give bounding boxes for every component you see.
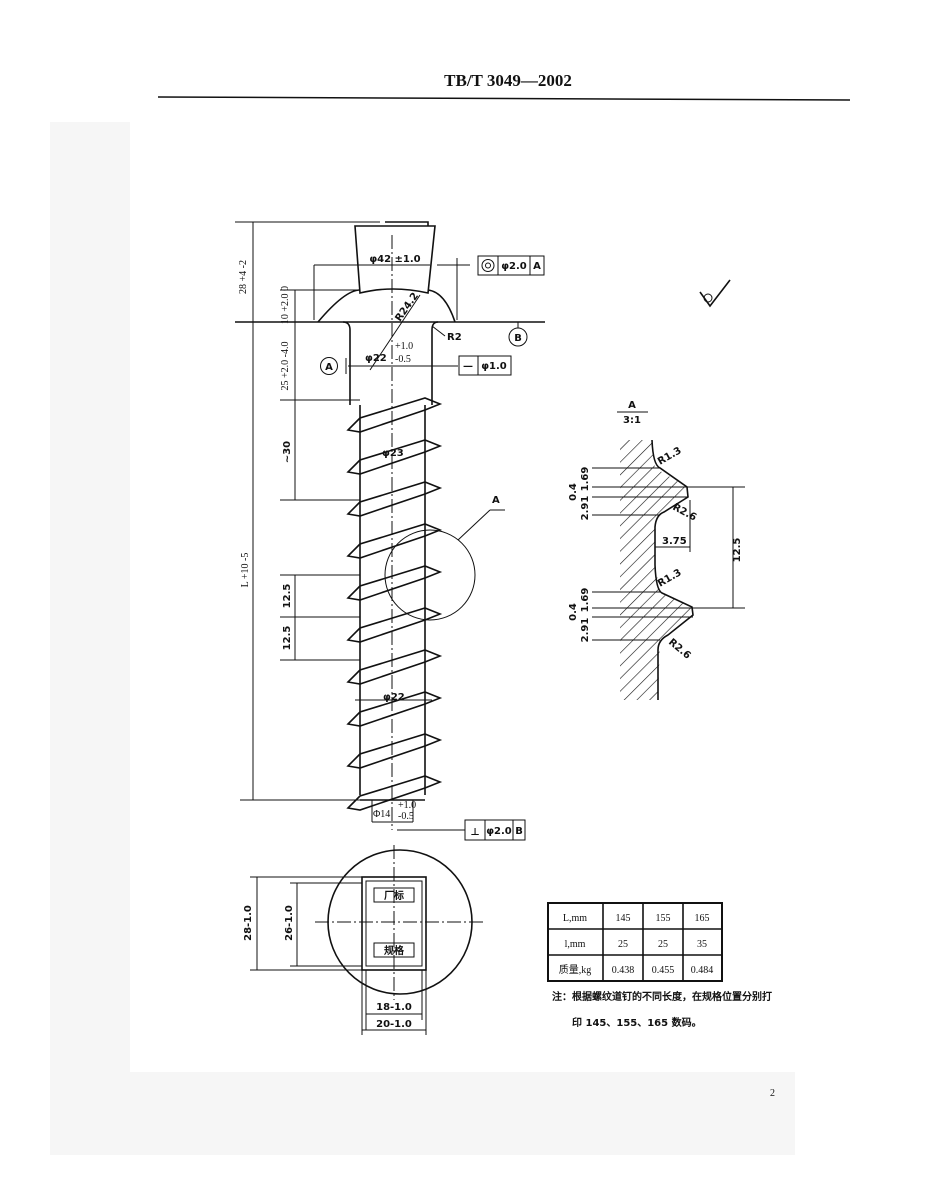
dim-pitch-2: 12.5 (282, 626, 293, 651)
table-cell: 质量,kg (559, 964, 592, 976)
spec-mark-label: 规格 (384, 944, 405, 957)
dim-length: L +10 -5 (240, 553, 251, 588)
table-cell: 25 (658, 939, 668, 950)
shank-diameter-label: φ22 (365, 353, 387, 364)
table-cell: 0.455 (652, 965, 675, 976)
detail-scale: 3:1 (623, 415, 641, 426)
tip-diameter-label: Φ14 (373, 809, 390, 820)
detail-flat: 3.75 (662, 536, 687, 547)
detail-d04-1: 0.4 (568, 483, 579, 501)
spec-table: L,mm 145 155 165 l,mm 25 25 35 质量,kg 0.438 0.455 0.… (547, 902, 723, 982)
table-cell: 35 (697, 939, 707, 950)
detail-circle (384, 529, 476, 621)
standard-number: TB/T 3049—2002 (444, 71, 572, 90)
table-cell: 25 (618, 939, 628, 950)
dim-pitch-1: 12.5 (282, 584, 293, 609)
detail-d291-2: 2.91 (580, 618, 591, 643)
detail-callout: A (492, 495, 500, 506)
head-diameter-label: φ42 ±1.0 (369, 254, 420, 265)
page-area (130, 122, 795, 1072)
dim-thread-start: ~30 (282, 441, 293, 463)
table-cell: 165 (695, 913, 710, 924)
detail-d169-2: 1.69 (580, 588, 591, 613)
table-cell: 145 (616, 913, 631, 924)
detail-d169-1: 1.69 (580, 467, 591, 492)
note-line-1: 注：根据螺纹道钉的不同长度，在规格位置分别打 (552, 990, 772, 1003)
dim-outer-width: 20-1.0 (376, 1019, 412, 1030)
datum-a: A (325, 362, 333, 373)
tip-tol-upper: +1.0 (398, 800, 416, 811)
concentricity-datum: A (533, 261, 541, 272)
dim-outer-height: 28-1.0 (243, 905, 254, 941)
perpendicularity-symbol: ⊥ (470, 827, 479, 838)
page-number: 2 (770, 1088, 775, 1099)
detail-view-a: A 3:1 12.5 3.75 R1.3 R2.6 R1.3 R2.6 1.69… (568, 400, 745, 700)
detail-d291-1: 2.91 (580, 496, 591, 521)
table-cell: 0.438 (612, 965, 635, 976)
dim-inner-height: 26-1.0 (284, 905, 295, 941)
concentricity-icon (481, 259, 495, 272)
straightness-value: φ1.0 (481, 361, 507, 372)
dim-inner-width: 18-1.0 (376, 1002, 412, 1013)
dim-total-head: 28 +4 -2 (238, 260, 249, 294)
straightness-symbol: — (463, 361, 473, 372)
screw-side-view: R24.2 R2 φ42 ±1.0 φ2.0 A B φ22 +1.0 -0.5… (235, 221, 545, 841)
thread-major-label: φ23 (382, 448, 404, 459)
dim-head-height: 10 +2.0 0 (280, 286, 291, 324)
note-line-2: 印 145、155、165 数码。 (572, 1016, 702, 1029)
table-cell: L,mm (563, 913, 587, 924)
perpendicularity-datum: B (515, 826, 523, 837)
bottom-view: 厂标 规格 28-1.0 26-1.0 18-1.0 20-1.0 (243, 845, 485, 1035)
fillet-radius-label: R2 (447, 332, 462, 343)
detail-d04-2: 0.4 (568, 603, 579, 621)
factory-mark-label: 厂标 (384, 889, 404, 902)
shank-tol-upper: +1.0 (395, 341, 413, 352)
detail-label: A (628, 400, 636, 411)
shank-tol-lower: -0.5 (395, 354, 411, 365)
dim-shank-length: 25 +2.0 -4.0 (280, 342, 291, 391)
perpendicularity-frame: ⊥ φ2.0 B (464, 819, 526, 841)
tip-tol-lower: -0.5 (398, 811, 414, 822)
concentricity-frame: φ2.0 A (477, 255, 545, 276)
datum-b: B (514, 333, 522, 344)
table-cell: 0.484 (691, 965, 714, 976)
header-rule (157, 96, 851, 101)
concentricity-value: φ2.0 (501, 261, 527, 272)
table-cell: l,mm (565, 939, 586, 950)
perpendicularity-value: φ2.0 (486, 826, 512, 837)
thread-root-label: φ22 (383, 692, 405, 703)
detail-pitch: 12.5 (732, 538, 743, 563)
table-cell: 155 (656, 913, 671, 924)
surface-finish-icon (699, 279, 731, 308)
straightness-frame: — φ1.0 (458, 355, 512, 376)
